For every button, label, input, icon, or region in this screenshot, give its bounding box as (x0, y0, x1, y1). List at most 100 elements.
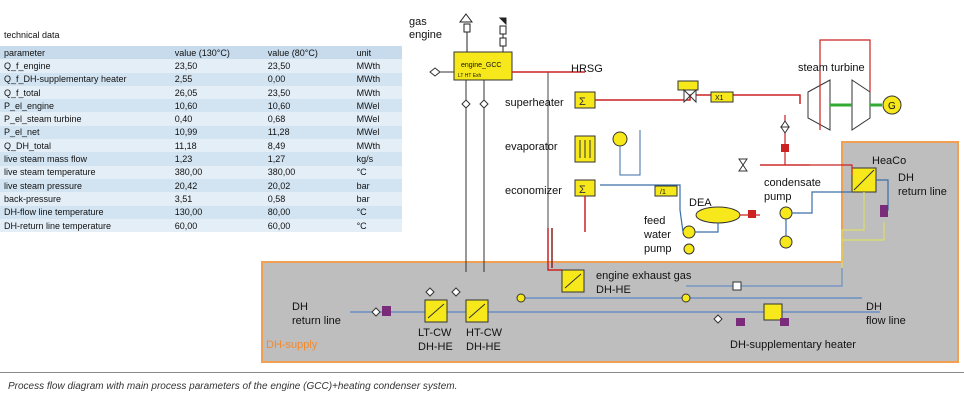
condensate-pump-icon (779, 206, 793, 220)
value-80-cell: 380,00 (267, 167, 296, 178)
dh-flow-label-1: DH (866, 301, 882, 313)
engine-box-label: engine_GCC (461, 62, 501, 69)
unit-cell: °C (356, 207, 367, 218)
unit-cell: MWel (356, 100, 380, 111)
superheater-label: superheater (505, 97, 564, 109)
steam-turbine-lp (851, 79, 871, 131)
unit-cell: bar (356, 193, 370, 204)
dh-return-left-1: DH (292, 301, 308, 313)
dea-label: DEA (689, 197, 712, 209)
value-130-cell: 1,23 (174, 154, 193, 165)
dh-supply-label: DH-supply (266, 339, 318, 351)
param-cell: live steam mass flow (4, 154, 88, 165)
param-cell: back-pressure (4, 193, 62, 204)
dh-supplementary-heater-icon (763, 303, 783, 321)
water-label: water (643, 229, 671, 241)
value-80-cell: 23,50 (267, 60, 291, 71)
table-row: Q_f_total 26,05 23,50 MWth (0, 85, 402, 100)
table-title: technical data (4, 30, 60, 40)
unit-cell: MWth (356, 60, 381, 71)
param-cell: P_el_engine (4, 100, 55, 111)
value-130-cell: 26,05 (174, 87, 198, 98)
unit-cell: °C (356, 167, 367, 178)
heaco-label: HeaCo (872, 155, 906, 167)
param-cell: P_el_steam turbine (4, 114, 82, 125)
value-80-cell: 0,68 (267, 114, 286, 125)
x1-box (710, 91, 734, 103)
value-130-cell: 10,99 (174, 127, 198, 138)
gas-label: gas (409, 16, 427, 28)
value-130-cell: 11,18 (174, 140, 197, 151)
steam-turbine-hp (807, 79, 831, 131)
exhaust-label-1: engine exhaust gas (596, 270, 692, 282)
param-cell: Q_f_DH-supplementary heater (4, 74, 127, 85)
drum-icon (612, 131, 628, 147)
condensate-label: condensate (764, 177, 821, 189)
table-header-row: parameter value (130°C) value (80°C) uni… (0, 46, 402, 60)
dh-return-right-2: return line (898, 186, 947, 198)
param-cell: DH-flow line temperature (4, 207, 104, 218)
value-80-cell: 0,00 (267, 74, 286, 85)
svg-text:Σ: Σ (579, 184, 586, 196)
exhaust-label-2: DH-HE (596, 284, 631, 296)
param-cell: DH-return line temperature (4, 220, 112, 231)
engine-label: engine (409, 29, 442, 41)
condensate-pump-label: pump (764, 191, 792, 203)
table-row: DH-flow line temperature 130,00 80,00 °C (0, 205, 402, 219)
dea-icon (695, 206, 741, 224)
unit-cell: MWel (356, 114, 380, 125)
dh-return-right-1: DH (898, 172, 914, 184)
value-80-cell: 80,00 (267, 207, 291, 218)
unit-cell: °C (356, 220, 367, 231)
value-80-cell: 60,00 (267, 220, 291, 231)
ht-cw-label-2: DH-HE (466, 341, 501, 353)
header-value-80: value (80°C) (263, 46, 353, 60)
value-130-cell: 130,00 (174, 207, 203, 218)
steam-turbine-label: steam turbine (798, 62, 865, 74)
engine-gcc-box (453, 51, 513, 81)
param-cell: Q_DH_total (4, 140, 52, 151)
feed-label: feed (644, 215, 665, 227)
pump-label: pump (644, 243, 672, 255)
value-130-cell: 2,55 (174, 74, 193, 85)
unit-cell: MWel (356, 127, 380, 138)
engine-ports-label: LT HT Exh (458, 73, 482, 79)
one-box (654, 185, 678, 197)
fuel-inlet-icons (459, 13, 507, 52)
dh-return-left-2: return line (292, 315, 341, 327)
header-value-130: value (130°C) (170, 46, 264, 60)
header-unit: unit (352, 46, 402, 60)
generator-label: G (888, 101, 896, 112)
param-cell: Q_f_engine (4, 60, 51, 71)
heaco-outlet-icon (880, 205, 888, 217)
unit-cell: kg/s (356, 154, 374, 165)
table-row: live steam temperature 380,00 380,00 °C (0, 165, 402, 179)
value-130-cell: 3,51 (174, 193, 193, 204)
x1-label: X1 (715, 95, 724, 102)
param-cell: live steam temperature (4, 167, 96, 178)
unit-cell: MWth (356, 87, 381, 98)
dh-supp-label: DH-supplementary heater (730, 339, 856, 351)
table-row: Q_DH_total 11,18 8,49 MWth (0, 139, 402, 153)
unit-cell: bar (356, 180, 370, 191)
economizer-label: economizer (505, 185, 562, 197)
value-80-cell: 8,49 (267, 140, 286, 151)
value-80-cell: 11,28 (267, 127, 290, 138)
value-80-cell: 10,60 (267, 100, 291, 111)
value-130-cell: 20,42 (174, 180, 198, 191)
unit-cell: MWth (356, 140, 381, 151)
lt-cw-label-2: DH-HE (418, 341, 453, 353)
value-130-cell: 380,00 (174, 167, 203, 178)
value-80-cell: 23,50 (267, 87, 291, 98)
value-80-cell: 20,02 (267, 180, 291, 191)
param-cell: Q_f_total (4, 87, 41, 98)
header-parameter: parameter (0, 46, 171, 60)
figure-caption: Process flow diagram with main process p… (8, 381, 458, 392)
